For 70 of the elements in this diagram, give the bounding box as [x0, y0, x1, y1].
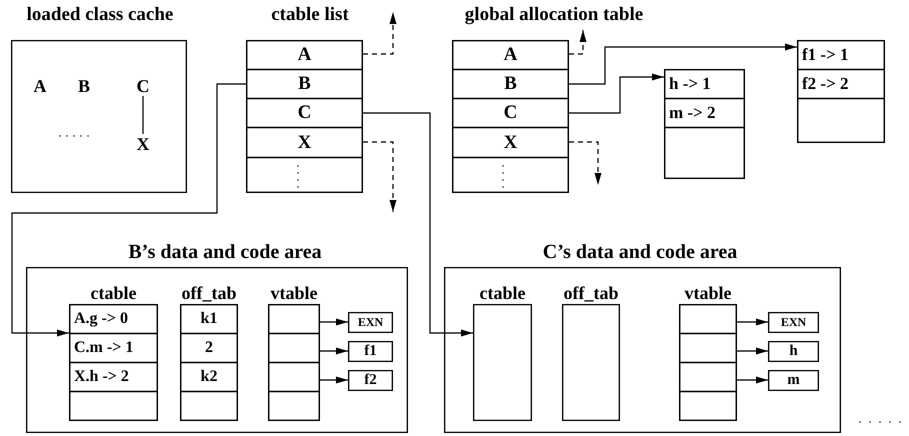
arrow: [363, 112, 473, 336]
table-row: [268, 333, 320, 364]
table-row: X: [452, 127, 569, 158]
table-row: B: [246, 69, 363, 100]
table-row: C.m -> 1: [69, 333, 158, 364]
table-row: [180, 391, 238, 421]
table-row: [664, 127, 745, 179]
table-row: [679, 333, 737, 364]
table-heading: off_tab: [562, 282, 620, 304]
arrow: [569, 30, 586, 55]
table-row: [679, 391, 737, 421]
table-row: X: [246, 127, 363, 158]
arrow: [737, 318, 768, 326]
table-row: m -> 2: [664, 98, 745, 128]
table-heading: ctable: [90, 282, 138, 304]
table-heading: vtable: [684, 282, 732, 304]
table-row: X.h -> 2: [69, 362, 158, 392]
table-heading: off_tab: [180, 282, 238, 304]
table-heading: ctable: [478, 282, 526, 304]
connector-line: [142, 96, 144, 134]
table-row: [246, 157, 363, 193]
table-heading: C’s data and code area: [542, 241, 738, 263]
arrow: [737, 348, 768, 354]
table-row: [268, 304, 320, 334]
vtable-entry-box: f2: [348, 370, 393, 391]
arrow: [569, 74, 664, 114]
table-row: A: [452, 40, 569, 70]
table-heading: global allocation table: [464, 4, 644, 26]
table-row: [268, 391, 320, 421]
arrow: [11, 83, 246, 336]
class-name-label: X: [133, 134, 153, 154]
table-row: f2 -> 2: [797, 69, 885, 100]
table-row: [679, 362, 737, 392]
arrow: [363, 141, 396, 212]
table-row: k1: [180, 304, 238, 334]
table-heading: ctable list: [270, 4, 350, 26]
table-heading: loaded class cache: [26, 4, 174, 26]
table-row: k2: [180, 362, 238, 392]
table-row: [797, 98, 885, 143]
arrow: [363, 12, 396, 55]
arrow: [737, 376, 768, 384]
table-heading: vtable: [270, 282, 318, 304]
table-row: C: [452, 98, 569, 128]
table-row: [69, 391, 158, 421]
vtable-entry-box: m: [768, 370, 819, 391]
table-row: A.g -> 0: [69, 304, 158, 334]
table-heading: B’s data and code area: [127, 241, 323, 263]
class-name-label: B: [74, 76, 94, 96]
table-row: C: [246, 98, 363, 128]
table-row: 2: [180, 333, 238, 364]
arrow: [569, 44, 797, 85]
table-row: [452, 157, 569, 193]
class-name-label: A: [30, 76, 50, 96]
arrow: [320, 348, 348, 354]
table-row: A: [246, 40, 363, 70]
table-row: B: [452, 69, 569, 100]
table-row: f1 -> 1: [797, 40, 885, 70]
table-frame: [797, 40, 885, 143]
vtable-entry-box: EXN: [348, 312, 393, 333]
arrow: [320, 376, 348, 384]
table-frame: [664, 69, 745, 179]
vtable-entry-box: h: [768, 341, 819, 362]
table-row: [679, 304, 737, 334]
arrow: [569, 141, 602, 185]
vtable-entry-box: f1: [348, 341, 393, 362]
vtable-entry-box: EXN: [768, 312, 819, 333]
class-name-label: C: [133, 76, 153, 96]
arrow: [320, 318, 348, 326]
table-row: h -> 1: [664, 69, 745, 100]
table-row: [268, 362, 320, 392]
